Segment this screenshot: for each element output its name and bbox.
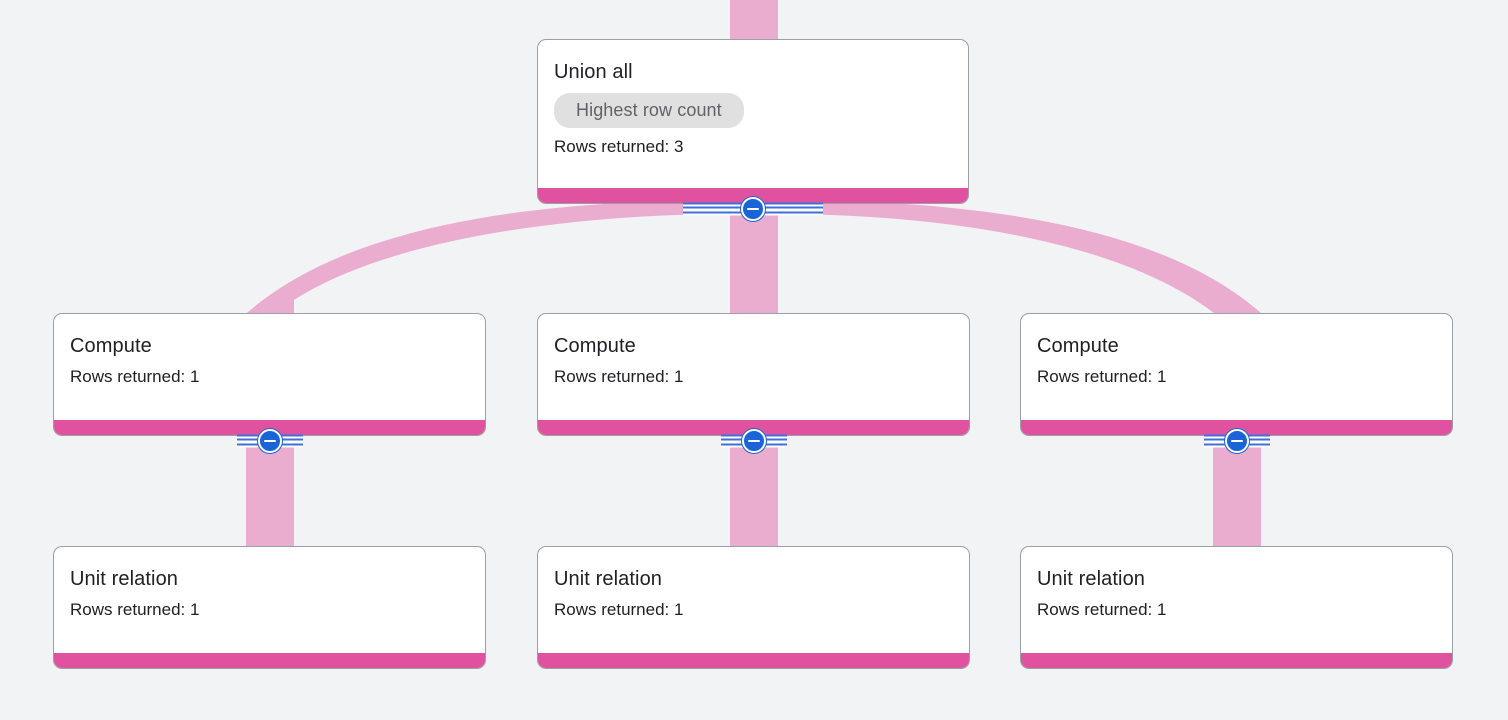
node-body: Compute Rows returned: 1: [54, 314, 485, 420]
collapse-minus-icon-compute-1[interactable]: [237, 428, 303, 454]
node-accent-bar: [1021, 420, 1452, 435]
rows-returned-label: Rows returned: 1: [554, 600, 684, 619]
node-body: Union all Highest row count Rows returne…: [538, 40, 968, 188]
node-body: Compute Rows returned: 1: [1021, 314, 1452, 420]
rows-returned-label: Rows returned: 3: [554, 137, 684, 156]
node-accent-bar: [538, 420, 969, 435]
rows-returned-label: Rows returned: 1: [70, 600, 200, 619]
node-accent-bar: [54, 653, 485, 668]
node-union-all[interactable]: Union all Highest row count Rows returne…: [537, 39, 969, 204]
rows-returned-label: Rows returned: 1: [1037, 367, 1167, 386]
node-compute-1[interactable]: Compute Rows returned: 1: [53, 313, 486, 436]
node-title: Unit relation: [554, 568, 663, 590]
minus-icon: [1225, 429, 1249, 453]
edge-compute-2-to-unit-2: [730, 437, 778, 549]
rows-returned-label: Rows returned: 1: [554, 367, 684, 386]
minus-icon: [741, 197, 765, 221]
minus-icon: [258, 429, 282, 453]
rows-returned-label: Rows returned: 1: [70, 367, 200, 386]
rows-returned-label: Rows returned: 1: [1037, 600, 1167, 619]
edge-compute-3-to-unit-3: [1213, 437, 1261, 549]
collapse-minus-icon-compute-2[interactable]: [721, 428, 787, 454]
collapse-minus-icon-union-all[interactable]: [683, 196, 823, 222]
collapse-minus-icon-compute-3[interactable]: [1204, 428, 1270, 454]
status-badge: Highest row count: [554, 93, 744, 128]
node-compute-2[interactable]: Compute Rows returned: 1: [537, 313, 970, 436]
node-body: Compute Rows returned: 1: [538, 314, 969, 420]
node-title: Compute: [70, 335, 152, 357]
node-title: Unit relation: [70, 568, 179, 590]
node-unit-relation-3[interactable]: Unit relation Rows returned: 1: [1020, 546, 1453, 669]
node-body: Unit relation Rows returned: 1: [538, 547, 969, 653]
node-compute-3[interactable]: Compute Rows returned: 1: [1020, 313, 1453, 436]
edge-incoming-union: [730, 0, 778, 40]
node-accent-bar: [54, 420, 485, 435]
node-title: Compute: [1037, 335, 1119, 357]
node-title: Compute: [554, 335, 636, 357]
node-body: Unit relation Rows returned: 1: [54, 547, 485, 653]
node-unit-relation-2[interactable]: Unit relation Rows returned: 1: [537, 546, 970, 669]
node-unit-relation-1[interactable]: Unit relation Rows returned: 1: [53, 546, 486, 669]
node-accent-bar: [538, 653, 969, 668]
edge-union-to-compute-3: [778, 200, 1261, 313]
minus-icon: [742, 429, 766, 453]
node-accent-bar: [1021, 653, 1452, 668]
node-title: Union all: [554, 61, 633, 83]
edge-union-to-compute-1: [247, 200, 730, 313]
node-accent-bar: [538, 188, 968, 203]
node-title: Unit relation: [1037, 568, 1146, 590]
edge-compute-1-to-unit-1: [246, 437, 294, 549]
node-body: Unit relation Rows returned: 1: [1021, 547, 1452, 653]
